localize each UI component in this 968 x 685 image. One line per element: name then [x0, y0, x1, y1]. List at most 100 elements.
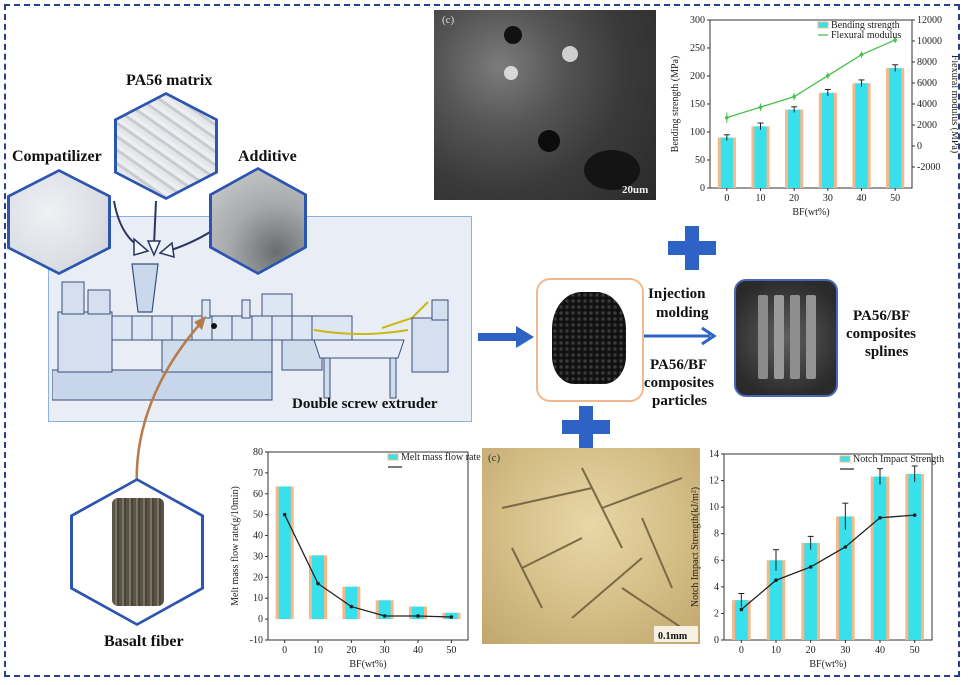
particles-label-1: PA56/BF [650, 357, 708, 373]
plot-frame [723, 453, 933, 641]
legend-swatch [817, 21, 829, 29]
line-point [774, 578, 778, 583]
y2-tick-label: 2000 [917, 120, 937, 131]
bar [312, 555, 324, 620]
y-tick-label: 40 [253, 531, 263, 542]
legend-swatch [839, 455, 851, 463]
bar [873, 476, 887, 640]
y2-tick-label: 12000 [917, 15, 942, 26]
x-tick-label: 0 [739, 645, 744, 656]
splines-label-3: splines [865, 344, 909, 360]
x-tick-label: 10 [756, 193, 766, 204]
x-axis-label: BF(wt%) [349, 659, 386, 670]
x-tick-label: 50 [910, 645, 920, 656]
micro-scale-box: 0.1mm [654, 626, 698, 642]
sem-pore [538, 130, 560, 152]
basalt-fiber-spool [112, 498, 164, 606]
x-tick-label: 0 [282, 645, 287, 656]
micro-scale: 0.1mm [658, 631, 688, 642]
sem-pore [584, 150, 640, 190]
y-tick-label: 300 [690, 15, 705, 26]
micrograph-image: (c) 0.1mm [482, 448, 700, 644]
plus-icon-lower [562, 406, 610, 448]
legend-label: Flexural modulus [831, 30, 901, 41]
x-tick-label: 20 [806, 645, 816, 656]
arrow-to-splines [644, 326, 717, 346]
y-tick-label: 100 [690, 127, 705, 138]
injection-label-1: Injection [648, 286, 706, 302]
legend-swatch [387, 453, 399, 461]
y-tick-label: 60 [253, 489, 263, 500]
sem-pore [504, 26, 522, 44]
x-tick-label: 20 [789, 193, 799, 204]
sem-tag: (c) [442, 14, 455, 26]
sem-pore [562, 46, 578, 62]
series-line [740, 514, 915, 610]
splines-label-1: PA56/BF [853, 308, 911, 324]
plus-icon-upper [668, 226, 716, 270]
y-tick-label: 50 [253, 510, 263, 521]
spline-bar [758, 295, 768, 379]
line-point [808, 565, 813, 569]
x-axis-label: BF(wt%) [792, 207, 829, 218]
y-tick-label: 0 [714, 635, 719, 646]
feed-arrows [113, 200, 219, 259]
x-tick-label: 40 [413, 645, 423, 656]
x-tick-label: 40 [857, 193, 867, 204]
y2-tick-label: 6000 [917, 78, 937, 89]
bar [821, 92, 834, 188]
line-point [878, 515, 882, 520]
bar [345, 586, 358, 620]
y2-tick-label: 0 [917, 141, 922, 152]
x-tick-label: 50 [446, 645, 456, 656]
bar [754, 126, 767, 188]
y-tick-label: 0 [700, 183, 705, 194]
line-point [912, 513, 917, 517]
y-tick-label: 0 [258, 614, 263, 625]
y-tick-label: 30 [253, 551, 263, 562]
bar [735, 600, 748, 640]
y-axis-label: Bending strength (MPa) [670, 56, 681, 153]
dashed-frame [4, 4, 960, 677]
bar [788, 109, 801, 188]
additive-label: Additive [238, 148, 297, 165]
line-point [382, 614, 387, 618]
legend-label: Bending strength [831, 20, 900, 31]
compatilizer-label: Compatilizer [12, 148, 102, 165]
x-tick-label: 10 [771, 645, 781, 656]
particles-label-2: composites [644, 375, 714, 391]
bar [804, 543, 817, 640]
splines-label-2: composites [846, 326, 916, 342]
x-tick-label: 20 [346, 645, 356, 656]
x-tick-label: 10 [313, 645, 323, 656]
particles-photo [536, 278, 644, 402]
y-axis-label: Notch Impact Strength(kJ/m²) [690, 487, 701, 607]
extruder-label: Double screw extruder [292, 396, 438, 412]
bar [908, 473, 921, 640]
line-point [316, 581, 320, 586]
y-tick-label: 8 [714, 529, 719, 540]
spline-bar [790, 295, 800, 379]
x-tick-label: 30 [840, 645, 850, 656]
x-axis-label: BF(wt%) [809, 659, 846, 670]
x-tick-label: 40 [875, 645, 885, 656]
y2-tick-label: -2000 [917, 162, 940, 173]
line-point [349, 604, 354, 609]
y2-tick-label: 4000 [917, 99, 937, 110]
bar [769, 560, 783, 640]
line-point [449, 615, 454, 619]
bar [720, 137, 733, 188]
line-point [739, 607, 744, 612]
line-point [416, 614, 420, 618]
sem-pore [504, 66, 518, 80]
splines-photo [734, 279, 838, 397]
y-tick-label: 20 [253, 572, 263, 583]
particles-pile [552, 292, 626, 384]
y-tick-label: 10 [253, 593, 263, 604]
series-line [726, 39, 896, 119]
y-tick-label: 12 [709, 476, 719, 487]
y-tick-label: 200 [690, 71, 705, 82]
y-tick-label: 50 [695, 155, 705, 166]
